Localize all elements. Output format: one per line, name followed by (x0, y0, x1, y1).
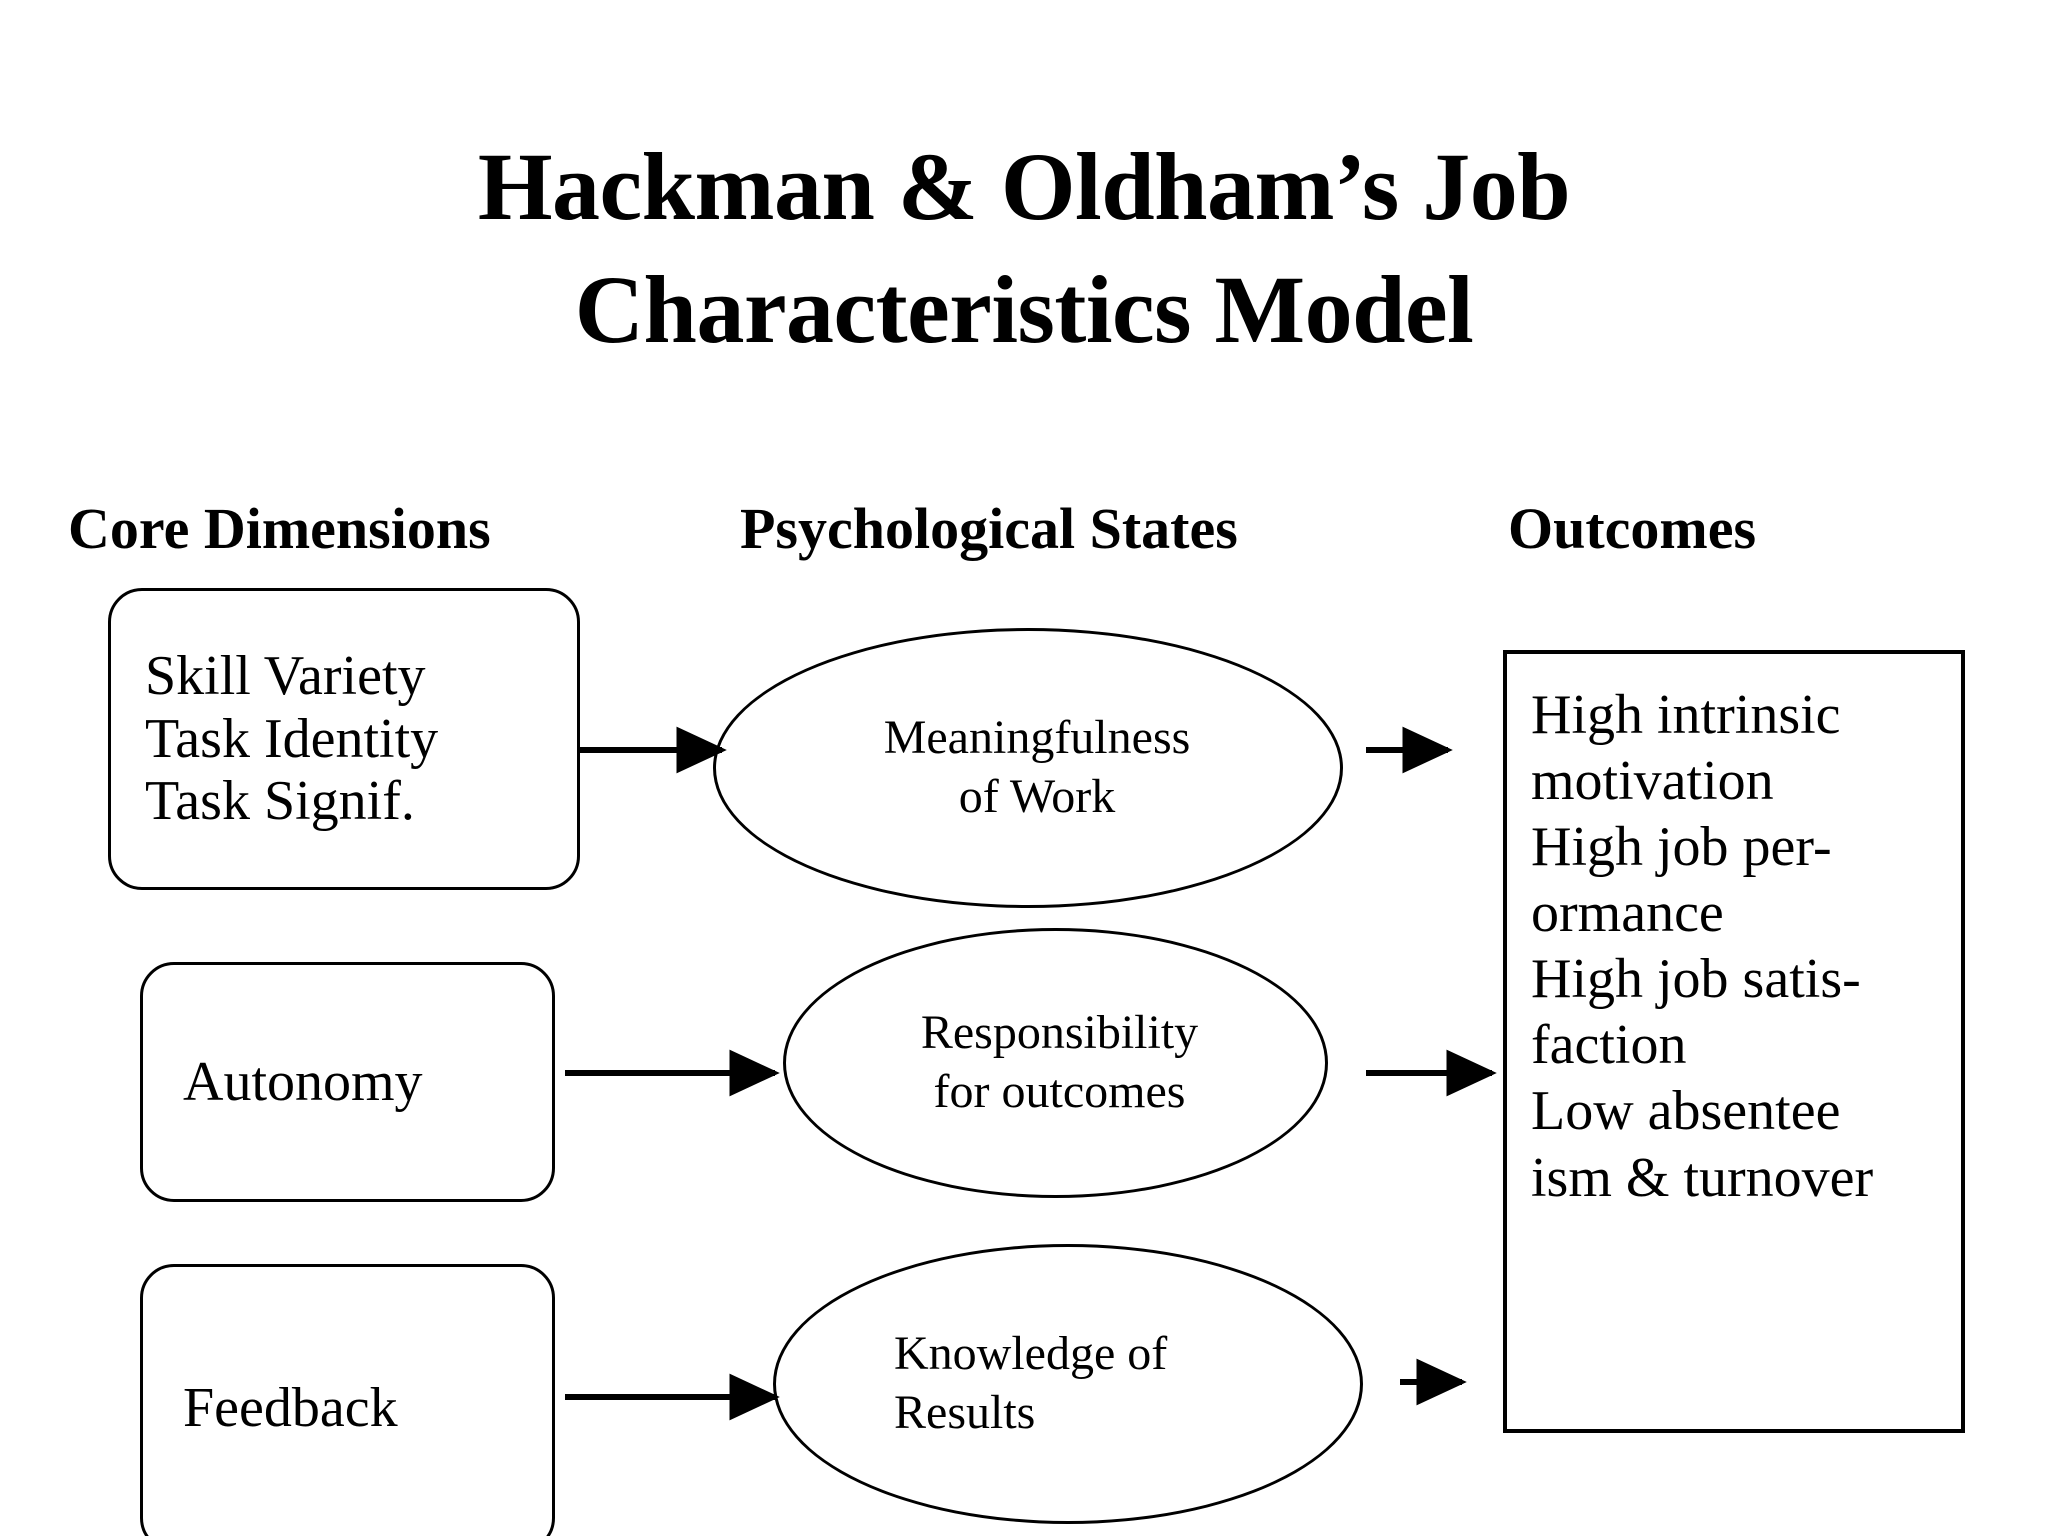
outcome-line-7: Low absentee (1531, 1080, 1841, 1143)
outcomes-box-text: High intrinsic motivation High job per- … (1507, 654, 1961, 1211)
core-dimension-task-significance: Task Signif. (145, 770, 415, 833)
outcome-line-5: High job satis- (1531, 948, 1861, 1011)
feedback-box: Feedback (140, 1264, 555, 1536)
autonomy-box: Autonomy (140, 962, 555, 1202)
autonomy-box-text: Autonomy (143, 1051, 552, 1114)
meaningfulness-line-2: of Work (958, 770, 1116, 823)
meaningfulness-line-1: Meaningfulness (883, 711, 1191, 765)
knowledge-of-results-ellipse-text: Knowledge of Results (776, 1325, 1360, 1442)
outcome-line-3: High job per- (1531, 816, 1832, 879)
meaningfulness-ellipse-text: Meaningfulness of Work (716, 709, 1340, 826)
page-title-line-1: Hackman & Oldham’s Job (477, 133, 1571, 240)
knowledge-line-2: Results (894, 1386, 1036, 1439)
page-title-line-2: Characteristics Model (574, 255, 1474, 363)
core-dimension-autonomy: Autonomy (183, 1050, 423, 1113)
outcome-line-2: motivation (1531, 750, 1774, 813)
outcomes-box: High intrinsic motivation High job per- … (1503, 650, 1965, 1433)
core-dimensions-box-text: Skill Variety Task Identity Task Signif. (111, 645, 577, 833)
responsibility-line-1: Responsibility (920, 1006, 1199, 1060)
knowledge-line-1: Knowledge of (894, 1327, 1168, 1381)
responsibility-line-2: for outcomes (933, 1065, 1186, 1118)
column-header-psychological-states: Psychological States (740, 496, 1238, 561)
knowledge-of-results-ellipse: Knowledge of Results (773, 1244, 1363, 1524)
core-dimensions-box: Skill Variety Task Identity Task Signif. (108, 588, 580, 890)
feedback-box-text: Feedback (143, 1377, 552, 1440)
outcome-line-6: faction (1531, 1014, 1687, 1077)
column-header-core-dimensions: Core Dimensions (68, 496, 491, 561)
core-dimension-feedback: Feedback (183, 1376, 398, 1439)
core-dimension-skill-variety: Skill Variety (145, 644, 426, 707)
outcome-line-8: ism & turnover (1531, 1146, 1874, 1209)
meaningfulness-ellipse: Meaningfulness of Work (713, 628, 1343, 908)
page-title: Hackman & Oldham’s Job Characteristics M… (0, 126, 2048, 372)
outcome-line-4: ormance (1531, 882, 1724, 945)
responsibility-ellipse: Responsibility for outcomes (783, 928, 1328, 1198)
column-header-outcomes: Outcomes (1508, 496, 1757, 561)
core-dimension-task-identity: Task Identity (145, 707, 439, 770)
responsibility-ellipse-text: Responsibility for outcomes (786, 1004, 1325, 1121)
outcome-line-1: High intrinsic (1531, 684, 1841, 746)
